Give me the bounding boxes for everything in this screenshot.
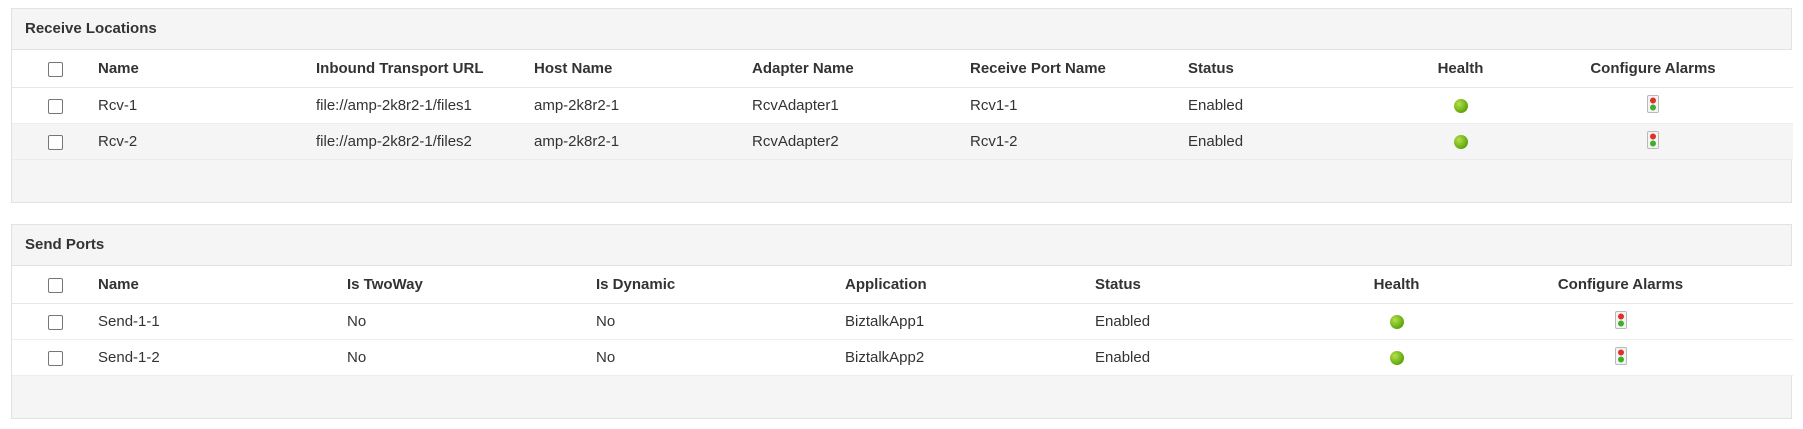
row-checkbox[interactable] (47, 134, 63, 150)
column-header-name[interactable]: Name (98, 50, 316, 88)
cell-name: Send-1-2 (98, 339, 347, 376)
cell-name: Send-1-1 (98, 303, 347, 340)
select-all-checkbox[interactable] (47, 61, 63, 77)
column-header-health[interactable]: Health (1408, 50, 1513, 88)
cell-application: BiztalkApp1 (845, 303, 1095, 340)
column-header-name[interactable]: Name (98, 266, 347, 304)
cell-is-dynamic: No (596, 303, 845, 340)
cell-is-dynamic: No (596, 339, 845, 376)
column-header-status[interactable]: Status (1095, 266, 1345, 304)
row-checkbox[interactable] (47, 314, 63, 330)
cell-host-name: amp-2k8r2-1 (534, 87, 752, 124)
receive-locations-table: Name Inbound Transport URL Host Name Ada… (12, 50, 1793, 160)
table-row[interactable]: Send-1-1 No No BiztalkApp1 Enabled (12, 303, 1793, 340)
column-header-is-twoway[interactable]: Is TwoWay (347, 266, 596, 304)
send-ports-table: Name Is TwoWay Is Dynamic Application St… (12, 266, 1793, 376)
traffic-light-icon[interactable] (1614, 310, 1627, 333)
cell-status: Enabled (1188, 123, 1408, 160)
table-header-row: Name Inbound Transport URL Host Name Ada… (12, 50, 1793, 88)
column-header-status[interactable]: Status (1188, 50, 1408, 88)
cell-inbound-transport-url: file://amp-2k8r2-1/files1 (316, 87, 534, 124)
cell-adapter-name: RcvAdapter1 (752, 87, 970, 124)
send-ports-title: Send Ports (12, 225, 1791, 266)
cell-status: Enabled (1095, 303, 1345, 340)
row-checkbox[interactable] (47, 350, 63, 366)
send-ports-panel: Send Ports Name Is TwoWay Is Dynamic App… (11, 224, 1793, 419)
column-header-is-dynamic[interactable]: Is Dynamic (596, 266, 845, 304)
table-header-row: Name Is TwoWay Is Dynamic Application St… (12, 266, 1793, 304)
column-header-inbound-transport-url[interactable]: Inbound Transport URL (316, 50, 534, 88)
table-row[interactable]: Rcv-2 file://amp-2k8r2-1/files2 amp-2k8r… (12, 123, 1793, 160)
cell-receive-port-name: Rcv1-1 (970, 87, 1188, 124)
green-status-dot-icon (1453, 135, 1468, 150)
cell-name: Rcv-1 (98, 87, 316, 124)
column-header-configure-alarms: Configure Alarms (1513, 50, 1793, 88)
cell-inbound-transport-url: file://amp-2k8r2-1/files2 (316, 123, 534, 160)
column-header-host-name[interactable]: Host Name (534, 50, 752, 88)
traffic-light-icon[interactable] (1614, 346, 1627, 369)
receive-locations-title: Receive Locations (12, 9, 1791, 50)
traffic-light-icon[interactable] (1647, 130, 1659, 153)
table-row[interactable]: Send-1-2 No No BiztalkApp2 Enabled (12, 339, 1793, 376)
column-header-health[interactable]: Health (1345, 266, 1448, 304)
cell-status: Enabled (1188, 87, 1408, 124)
cell-status: Enabled (1095, 339, 1345, 376)
cell-application: BiztalkApp2 (845, 339, 1095, 376)
cell-receive-port-name: Rcv1-2 (970, 123, 1188, 160)
receive-locations-panel: Receive Locations Name Inbound Transport… (11, 8, 1793, 203)
row-checkbox[interactable] (47, 98, 63, 114)
select-all-checkbox[interactable] (47, 277, 63, 293)
column-header-receive-port-name[interactable]: Receive Port Name (970, 50, 1188, 88)
column-header-adapter-name[interactable]: Adapter Name (752, 50, 970, 88)
table-row[interactable]: Rcv-1 file://amp-2k8r2-1/files1 amp-2k8r… (12, 87, 1793, 124)
cell-is-twoway: No (347, 303, 596, 340)
cell-host-name: amp-2k8r2-1 (534, 123, 752, 160)
green-status-dot-icon (1453, 99, 1468, 114)
green-status-dot-icon (1389, 351, 1404, 366)
column-header-application[interactable]: Application (845, 266, 1095, 304)
green-status-dot-icon (1389, 315, 1404, 330)
cell-name: Rcv-2 (98, 123, 316, 160)
traffic-light-icon[interactable] (1647, 94, 1659, 117)
column-header-configure-alarms: Configure Alarms (1448, 266, 1793, 304)
cell-is-twoway: No (347, 339, 596, 376)
cell-adapter-name: RcvAdapter2 (752, 123, 970, 160)
